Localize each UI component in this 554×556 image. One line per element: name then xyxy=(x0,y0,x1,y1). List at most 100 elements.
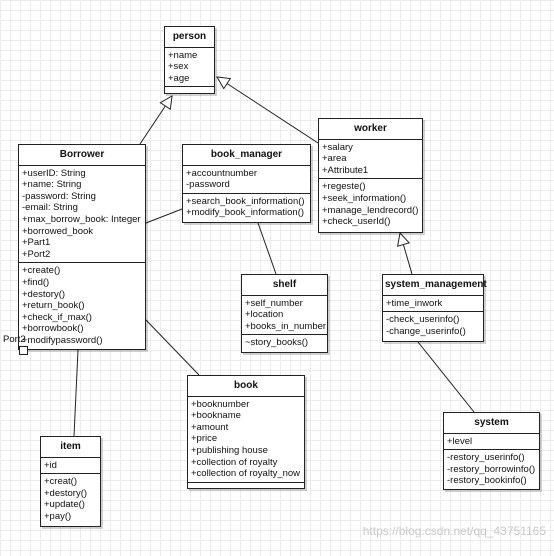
attribute: +userID: String xyxy=(22,167,86,179)
class-title: person xyxy=(165,27,214,48)
attributes-section: +level xyxy=(444,434,539,451)
port-label: Port2 xyxy=(3,334,26,345)
attribute: +salary xyxy=(322,141,353,153)
association-borrower-item xyxy=(73,349,79,437)
method: +manage_lendrecord() xyxy=(322,204,419,216)
attribute: +level xyxy=(447,435,473,447)
attribute: +collection of royalty_now xyxy=(191,468,301,480)
class-title: item xyxy=(41,437,100,458)
association-borrower-book xyxy=(145,319,200,376)
attribute: -email: String xyxy=(22,202,78,214)
attribute: -password: String xyxy=(22,190,96,202)
generalization-sysmgmt-worker xyxy=(400,233,413,275)
method: ~story_books() xyxy=(245,337,309,349)
attribute: +booknumber xyxy=(191,398,250,410)
class-person[interactable]: person +name +sex +age xyxy=(164,26,215,94)
class-title: worker xyxy=(319,119,422,140)
method: -restory_bookinfo() xyxy=(447,475,527,487)
method: +pay() xyxy=(44,510,72,522)
attributes-section: +id xyxy=(41,458,100,475)
attribute: +time_inwork xyxy=(386,297,443,309)
method: +modify_book_information() xyxy=(186,207,305,219)
methods-section: +create() +find() +destory() +return_boo… xyxy=(19,263,145,348)
method: +return_book() xyxy=(22,300,85,312)
attribute: +area xyxy=(322,153,347,165)
attributes-section: +userID: String +name: String -password:… xyxy=(19,166,145,264)
method: -check_userinfo() xyxy=(386,314,460,326)
method: +update() xyxy=(44,499,85,511)
association-borrower-bookmanager xyxy=(145,208,183,224)
attribute: +max_borrow_book: Integer xyxy=(22,213,141,225)
class-item[interactable]: item +id +creat() +destory() +update() +… xyxy=(40,436,101,527)
class-system[interactable]: system +level -restory_userinfo() -resto… xyxy=(443,412,540,490)
method: +search_book_information() xyxy=(186,195,305,207)
method: +destory() xyxy=(44,487,88,499)
method: +check_if_max() xyxy=(22,311,92,323)
method: +destory() xyxy=(22,288,66,300)
method: -restory_userinfo() xyxy=(447,452,525,464)
class-title: shelf xyxy=(242,275,327,296)
watermark: https://blog.csdn.net/qq_43751165 xyxy=(362,524,546,538)
association-sysmgmt-system xyxy=(417,341,475,413)
attribute: +amount xyxy=(191,421,229,433)
attribute: +bookname xyxy=(191,410,241,422)
attribute: +location xyxy=(245,309,284,321)
method: +modifypassword() xyxy=(22,334,103,346)
association-bookmanager-shelf xyxy=(257,222,277,275)
class-shelf[interactable]: shelf +self_number +location +books_in_n… xyxy=(241,274,328,353)
method: +seek_information() xyxy=(322,192,407,204)
methods-section: ~story_books() xyxy=(242,335,327,351)
attributes-section: +time_inwork xyxy=(383,296,483,313)
class-title: book xyxy=(188,376,304,397)
methods-section: +regeste() +seek_information() +manage_l… xyxy=(319,179,422,229)
class-system-management[interactable]: system_management +time_inwork -check_us… xyxy=(382,274,487,342)
methods-section: +search_book_information() +modify_book_… xyxy=(183,194,310,221)
attribute: +collection of royalty xyxy=(191,456,278,468)
class-worker[interactable]: worker +salary +area +Attribute1 +regest… xyxy=(318,118,423,233)
attribute: +books_in_number xyxy=(245,320,327,332)
attributes-section: +booknumber +bookname +amount +price +pu… xyxy=(188,397,304,483)
attribute: +Part1 xyxy=(22,237,51,249)
attribute: +publishing house xyxy=(191,444,268,456)
class-title: system xyxy=(444,413,539,434)
method: +creat() xyxy=(44,476,77,488)
attribute: +Port2 xyxy=(22,248,51,260)
class-book-manager[interactable]: book_manager +accountnumber -password +s… xyxy=(182,144,311,223)
attribute: +name: String xyxy=(22,179,82,191)
methods-section: -restory_userinfo() -restory_borrowinfo(… xyxy=(444,450,539,489)
class-title: Borrower xyxy=(19,145,145,166)
port-box[interactable] xyxy=(19,346,28,355)
generalization-worker-person xyxy=(217,77,319,144)
attribute: +name xyxy=(168,49,198,61)
attribute: +age xyxy=(168,72,190,84)
methods-section xyxy=(165,87,214,94)
attribute: +id xyxy=(44,459,57,471)
attributes-section: +name +sex +age xyxy=(165,48,214,88)
generalization-borrower-person xyxy=(139,96,172,145)
method: -restory_borrowinfo() xyxy=(447,463,536,475)
class-book[interactable]: book +booknumber +bookname +amount +pric… xyxy=(187,375,305,489)
method: +find() xyxy=(22,276,50,288)
attributes-section: +salary +area +Attribute1 xyxy=(319,140,422,180)
method: +borrowbook() xyxy=(22,323,84,335)
attribute: +self_number xyxy=(245,297,303,309)
attribute: -password xyxy=(186,179,230,191)
method: +check_userId() xyxy=(322,216,391,228)
method: +create() xyxy=(22,265,61,277)
class-title: system_management xyxy=(383,275,487,296)
methods-section: +creat() +destory() +update() +pay() xyxy=(41,474,100,524)
attribute: +accountnumber xyxy=(186,167,258,179)
attribute: +price xyxy=(191,433,218,445)
class-borrower[interactable]: Borrower +userID: String +name: String -… xyxy=(18,144,146,350)
methods-section xyxy=(188,483,304,490)
attributes-section: +self_number +location +books_in_number xyxy=(242,296,327,336)
attribute: +sex xyxy=(168,61,189,73)
attribute: +Attribute1 xyxy=(322,164,369,176)
class-title: book_manager xyxy=(183,145,310,166)
method: +regeste() xyxy=(322,181,366,193)
method: -change_userinfo() xyxy=(386,325,466,337)
attributes-section: +accountnumber -password xyxy=(183,166,310,194)
methods-section: -check_userinfo() -change_userinfo() xyxy=(383,312,483,339)
